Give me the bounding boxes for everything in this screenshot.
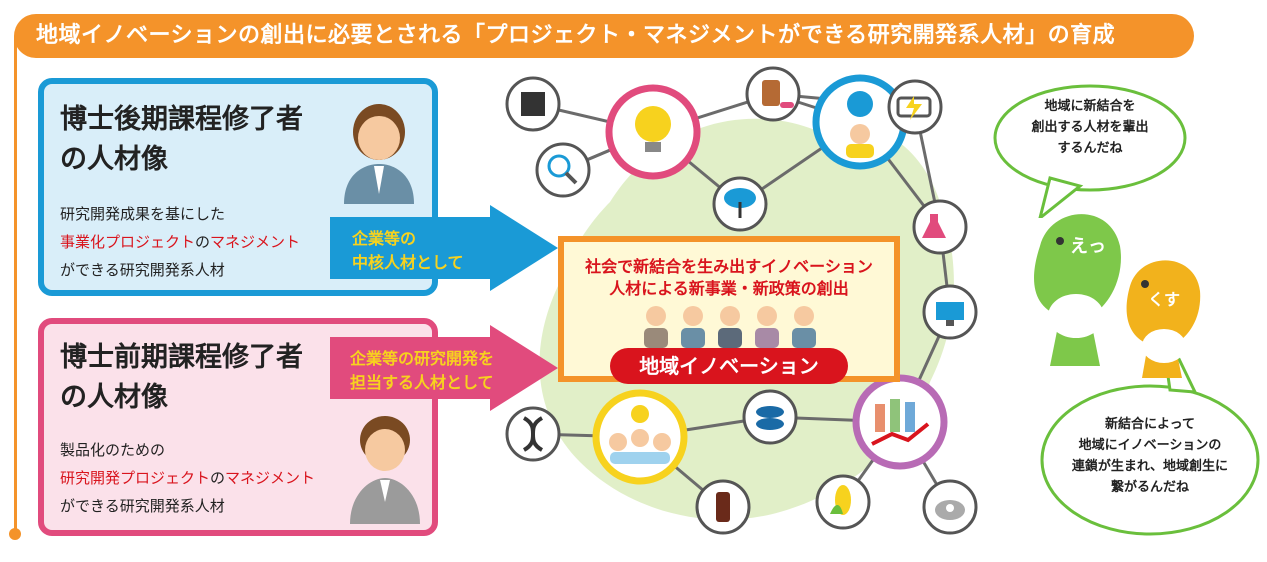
- node-chip-icon: [505, 76, 561, 132]
- big-node-team: [592, 389, 688, 485]
- big-node-growth: [852, 374, 948, 470]
- node-computer-icon: [922, 284, 978, 340]
- regional-innovation-badge: 地域イノベーション: [610, 348, 848, 384]
- doctoral-profile-panel: 博士後期課程修了者 の人材像 研究開発成果を基にした 事業化プロジェクトのマネジ…: [38, 78, 438, 296]
- mascot-right-label: くす: [1148, 290, 1181, 309]
- masters-arrow: [330, 325, 558, 411]
- female-graduate-illustration: [350, 416, 420, 524]
- male-graduate-illustration: [344, 104, 414, 204]
- mascot-illustration: [1034, 214, 1201, 378]
- speech-bubble-bottom-shape: [1040, 320, 1260, 536]
- node-battery-icon: [887, 79, 943, 135]
- mascot-left-label: えっ: [1070, 236, 1106, 257]
- timeline-line: [14, 36, 17, 536]
- node-corn-icon: [815, 474, 871, 530]
- speech-bubble-top: 地域に新結合を 創出する人材を輩出 するんだね: [1031, 99, 1149, 156]
- speech-bubble-bottom: 新結合によって 地域にイノベーションの 連鎖が生まれ、地域創生に 繋がるんだね: [1071, 417, 1229, 495]
- node-dna-icon: [505, 406, 561, 462]
- doctoral-arrow: [330, 205, 558, 291]
- page-title: 地域イノベーションの創出に必要とされる「プロジェクト・マネジメントができる研究開…: [14, 14, 1194, 58]
- masters-description: 製品化のための 研究開発プロジェクトのマネジメント ができる研究開発系人材: [60, 441, 316, 515]
- speech-bubble-top-shape: [993, 84, 1187, 218]
- node-oyster-icon: [922, 479, 978, 535]
- timeline-dot: [9, 528, 21, 540]
- node-fish-icon: [742, 389, 798, 445]
- node-flask-icon: [912, 199, 968, 255]
- node-bottle-icon: [695, 479, 751, 535]
- node-medicine-icon: [745, 66, 801, 122]
- doctoral-description: 研究開発成果を基にした 事業化プロジェクトのマネジメント ができる研究開発系人材: [60, 205, 301, 279]
- innovation-summary-text: 社会で新結合を生み出すイノベーション 人材による新事業・新政策の創出: [585, 257, 873, 298]
- big-node-lightbulb: [605, 84, 701, 180]
- masters-arrow-label: 企業等の研究開発を 担当する人材として: [350, 349, 495, 392]
- doctoral-title: 博士後期課程修了者 の人材像: [60, 104, 303, 175]
- doctoral-arrow-label: 企業等の 中核人材として: [352, 229, 464, 272]
- big-node-idea-person: [812, 74, 908, 170]
- innovator-group-illustration: [644, 306, 816, 348]
- node-cloud-download-icon: [712, 176, 768, 232]
- masters-title: 博士前期課程修了者 の人材像: [60, 342, 303, 413]
- node-magnifier-icon: [535, 142, 591, 198]
